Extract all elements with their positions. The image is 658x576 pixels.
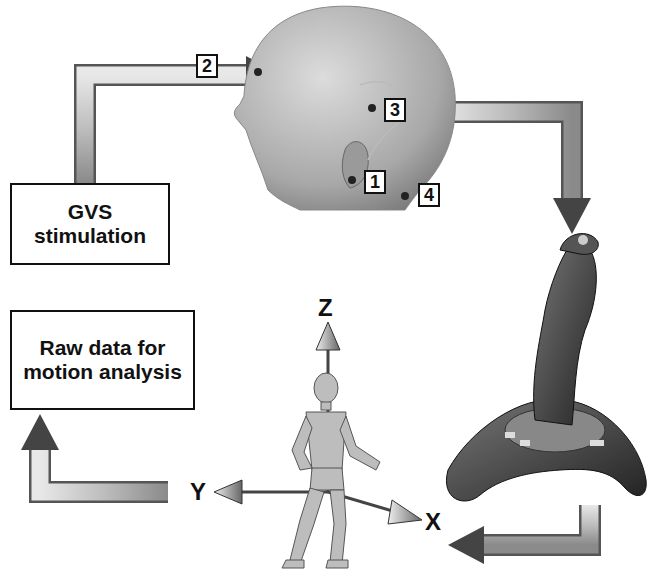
callout-number: 3 — [384, 98, 406, 122]
process-box: GVS stimulation — [10, 183, 170, 265]
axis-label: X — [425, 510, 441, 534]
joystick — [446, 234, 646, 501]
seated-figure — [282, 373, 380, 568]
axis-label: Z — [318, 296, 333, 320]
callout-number: 2 — [196, 54, 218, 78]
flow-arrow — [448, 505, 590, 564]
flow-arrow — [21, 414, 168, 492]
box-text: GVS stimulation — [20, 200, 160, 248]
process-box: Raw data for motion analysis — [10, 310, 195, 410]
callout-number: 4 — [418, 183, 440, 207]
axis-label: Y — [190, 480, 206, 504]
box-text: Raw data for motion analysis — [20, 336, 185, 384]
flow-arrow — [440, 112, 591, 234]
head-model — [234, 6, 455, 210]
callout-number: 1 — [364, 170, 386, 194]
